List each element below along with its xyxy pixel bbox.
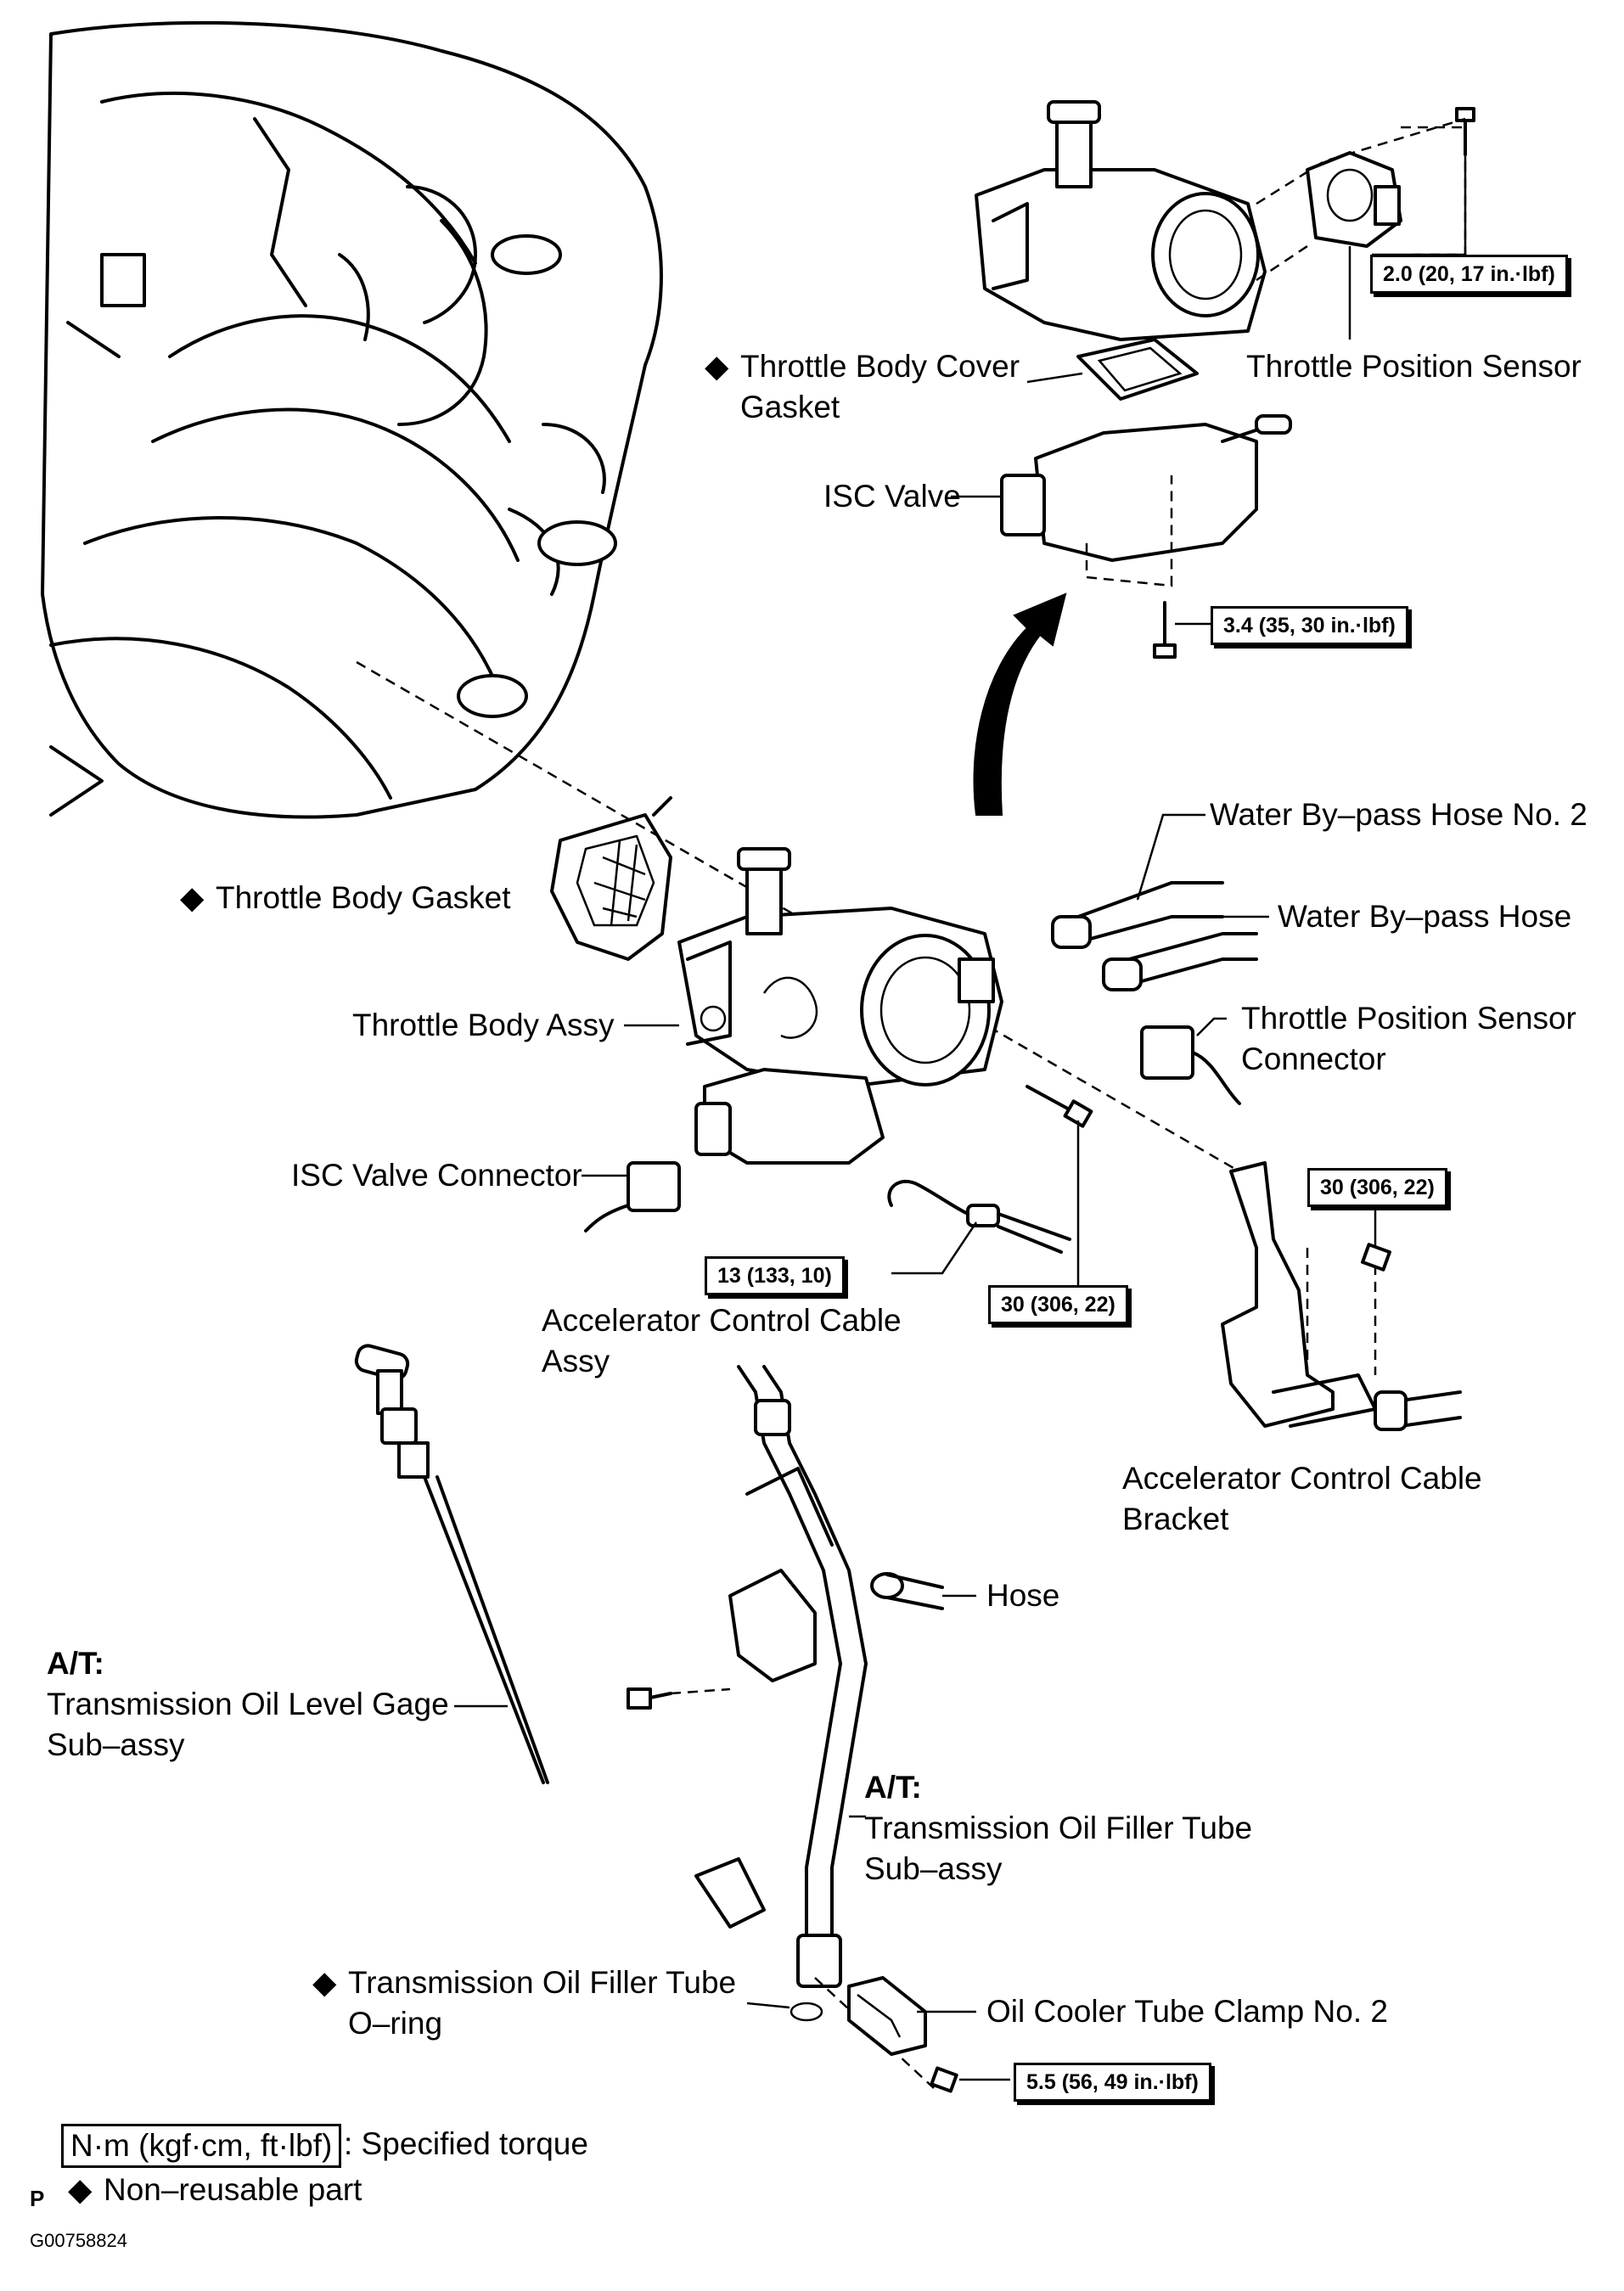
- clamp-bolt: [930, 2066, 958, 2093]
- oil-level-gage-part: [354, 1344, 549, 1784]
- label-oil-filler-tube-oring: Transmission Oil Filler Tube O–ring: [348, 1965, 737, 2041]
- torque-cable: 13 (133, 10): [705, 1256, 845, 1295]
- torque-clamp: 5.5 (56, 49 in.·lbf): [1014, 2063, 1211, 2102]
- assembly-arrow: [973, 592, 1067, 816]
- torque-body-bolt: 30 (306, 22): [988, 1285, 1128, 1324]
- label-throttle-position-sensor: Throttle Position Sensor: [1246, 349, 1582, 384]
- bracket-nut: [1361, 1243, 1391, 1272]
- cover-gasket-part: [1026, 338, 1199, 401]
- label-oil-cooler-clamp: Oil Cooler Tube Clamp No. 2: [986, 1994, 1388, 2029]
- upper-throttle-body: [975, 100, 1267, 341]
- cable-bracket-part: [1221, 1161, 1462, 1431]
- label-oil-level-gage: Transmission Oil Level Gage Sub–assy: [47, 1687, 449, 1762]
- torque-isc: 3.4 (35, 30 in.·lbf): [1211, 606, 1408, 645]
- throttle-body-bolt: [1026, 1085, 1093, 1128]
- accelerator-cable-part: [887, 1179, 1071, 1254]
- isc-screw: [1153, 601, 1177, 659]
- torque-tps: 2.0 (20, 17 in.·lbf): [1370, 255, 1568, 294]
- footer-page-letter: P: [30, 2186, 45, 2211]
- diamond-throttle-body-gasket: ◆: [180, 880, 205, 915]
- label-hose: Hose: [986, 1578, 1060, 1613]
- legend-nonreusable-text: Non–reusable part: [104, 2172, 362, 2207]
- label-at-filler: A/T:: [864, 1770, 922, 1805]
- label-isc-valve-connector: ISC Valve Connector: [291, 1158, 582, 1193]
- label-water-bypass-hose-no2: Water By–pass Hose No. 2: [1210, 797, 1587, 832]
- oil-cooler-clamp-part: [847, 1976, 927, 2056]
- legend-diamond: ◆: [68, 2172, 93, 2207]
- hose-part: [870, 1572, 944, 1610]
- legend-torque-unit: N·m (kgf·cm, ft·lbf): [61, 2124, 342, 2168]
- throttle-body-gasket-part: [550, 796, 672, 961]
- label-water-bypass-hose: Water By–pass Hose: [1278, 899, 1572, 934]
- label-accelerator-cable-assy: Accelerator Control Cable Assy: [542, 1303, 902, 1379]
- diamond-oring: ◆: [312, 1965, 337, 2000]
- label-throttle-body-gasket: Throttle Body Gasket: [216, 880, 511, 915]
- label-tps-connector: Throttle Position Sensor Connector: [1241, 1001, 1576, 1076]
- label-throttle-body-cover-gasket: Throttle Body Cover Gasket: [740, 349, 1020, 424]
- label-throttle-body-assy: Throttle Body Assy: [352, 1008, 615, 1042]
- engine-block-outline: [41, 20, 663, 819]
- diamond-cover-gasket: ◆: [705, 349, 729, 384]
- label-isc-valve: ISC Valve: [823, 479, 961, 514]
- water-bypass-hoses: [1051, 881, 1258, 991]
- throttle-position-sensor-part: [1306, 151, 1402, 248]
- tps-connector-part: [1140, 1025, 1241, 1105]
- filler-bolt: [627, 1687, 672, 1710]
- label-cable-bracket: Accelerator Control Cable Bracket: [1122, 1461, 1482, 1536]
- torque-bracket-nut: 30 (306, 22): [1307, 1168, 1447, 1207]
- legend-torque-text: : Specified torque: [344, 2126, 588, 2161]
- oring-part: [790, 2002, 823, 2022]
- footer-figure-id: G00758824: [30, 2230, 127, 2251]
- isc-connector-part: [584, 1161, 681, 1233]
- oil-filler-tube-part: [694, 1365, 868, 1988]
- label-oil-filler-tube: Transmission Oil Filler Tube Sub–assy: [864, 1811, 1253, 1886]
- throttle-body-assy-part: [677, 847, 1003, 1165]
- isc-valve-part: [951, 414, 1292, 562]
- label-at-gage: A/T:: [47, 1646, 104, 1681]
